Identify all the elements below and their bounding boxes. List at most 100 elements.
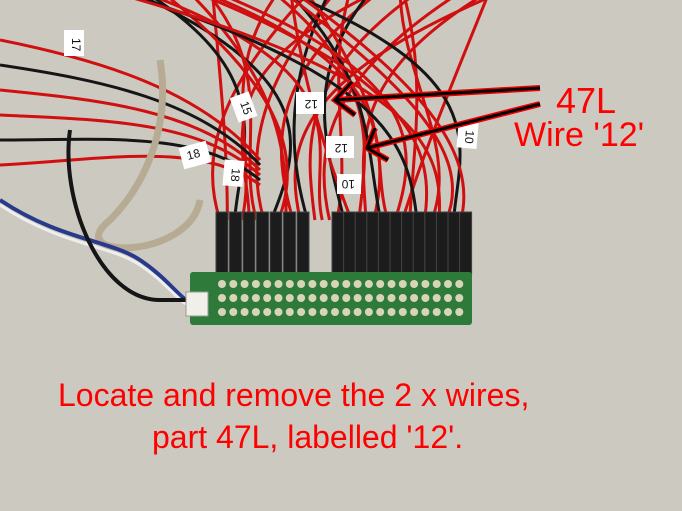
solder-pad xyxy=(364,280,373,288)
solder-pad xyxy=(364,294,373,302)
solder-pad xyxy=(387,280,396,288)
connector-housing xyxy=(354,211,368,275)
connector-housing xyxy=(331,211,345,275)
connector-housing xyxy=(269,211,283,275)
wire-label-annotation: Wire '12' xyxy=(514,116,645,154)
instruction-line-2: part 47L, labelled '12'. xyxy=(152,419,464,455)
solder-pad xyxy=(229,280,238,288)
solder-pad xyxy=(240,308,249,316)
connector-housing xyxy=(435,211,449,275)
solder-pad xyxy=(455,294,464,302)
white-connector xyxy=(185,291,209,317)
wire-tag: 17 xyxy=(69,38,83,52)
solder-pad xyxy=(263,280,272,288)
solder-pad xyxy=(263,294,272,302)
wire xyxy=(280,0,366,221)
solder-pad xyxy=(398,308,407,316)
wire xyxy=(292,0,328,221)
solder-pad xyxy=(331,308,339,316)
connector-housing xyxy=(459,211,473,275)
connector-housing xyxy=(256,211,269,275)
solder-pad xyxy=(240,294,249,302)
wire-tag: 10 xyxy=(462,130,477,145)
solder-pad xyxy=(432,280,441,288)
solder-pad xyxy=(353,294,362,302)
solder-pad xyxy=(387,294,396,302)
wire-tag-12-lower: 12 xyxy=(334,141,348,155)
wire xyxy=(0,63,262,167)
solder-pad xyxy=(251,308,260,316)
solder-pad xyxy=(432,294,441,302)
solder-pad xyxy=(308,280,317,288)
solder-pad xyxy=(218,280,226,288)
connector-housing xyxy=(296,211,310,275)
solder-pad xyxy=(421,308,430,316)
wire xyxy=(0,113,262,177)
solder-pad xyxy=(218,308,226,316)
solder-pad xyxy=(444,280,452,288)
solder-pad xyxy=(285,280,294,288)
arrow-to-lower-12 xyxy=(363,101,541,163)
solder-pad xyxy=(387,308,396,316)
connector-housing xyxy=(343,211,357,275)
solder-pad xyxy=(421,280,430,288)
black-lead xyxy=(66,129,192,302)
wire xyxy=(291,0,454,221)
wire-tags: 17 15 12 12 18 18 10 10 xyxy=(64,30,479,194)
solder-pad xyxy=(319,308,328,316)
connector-housing xyxy=(366,211,380,275)
solder-pad xyxy=(331,280,339,288)
solder-pad xyxy=(421,294,430,302)
solder-pad xyxy=(353,308,362,316)
connector-housing xyxy=(283,211,296,275)
solder-pad xyxy=(398,294,407,302)
solder-pad xyxy=(218,294,226,302)
solder-pad xyxy=(331,294,339,302)
wire-tag: 10 xyxy=(341,177,355,191)
wire-tag: 18 xyxy=(228,168,243,183)
solder-pad xyxy=(398,280,407,288)
solder-pad xyxy=(274,280,283,288)
wire xyxy=(301,0,462,221)
solder-pad xyxy=(455,280,464,288)
solder-pad xyxy=(297,308,306,316)
instruction-line-1: Locate and remove the 2 x wires, xyxy=(58,377,530,413)
connector-housing xyxy=(447,211,461,275)
solder-pad xyxy=(410,280,419,288)
beige-wire xyxy=(95,59,204,252)
solder-pad xyxy=(444,308,452,316)
wire xyxy=(302,0,466,221)
wire-tag: 18 xyxy=(185,146,202,163)
blue-wire xyxy=(0,198,196,307)
solder-pad xyxy=(319,280,328,288)
connector-housing xyxy=(242,211,256,275)
wire xyxy=(134,0,442,221)
connector-housing xyxy=(389,211,403,275)
solder-pad xyxy=(308,294,317,302)
connector-housing xyxy=(412,211,426,275)
solder-pad xyxy=(251,280,260,288)
solder-pad xyxy=(297,294,306,302)
connector-housing xyxy=(401,211,415,275)
solder-pad xyxy=(251,294,260,302)
connector-housing xyxy=(229,211,242,275)
solder-pad xyxy=(410,308,419,316)
connector-housing xyxy=(424,211,438,275)
wire xyxy=(0,38,262,161)
solder-pad xyxy=(285,294,294,302)
solder-pad xyxy=(455,308,464,316)
solder-pad xyxy=(342,308,351,316)
connector-housing xyxy=(215,211,229,275)
connector-housings xyxy=(215,211,473,275)
solder-pad xyxy=(274,308,283,316)
solder-pad xyxy=(342,280,351,288)
connector-housing xyxy=(377,211,391,275)
solder-pad xyxy=(432,308,441,316)
solder-pad xyxy=(263,308,272,316)
solder-pad xyxy=(376,308,385,316)
wire xyxy=(403,0,419,221)
solder-pad xyxy=(342,294,351,302)
pcb-pads xyxy=(218,280,464,316)
wire xyxy=(0,88,262,172)
